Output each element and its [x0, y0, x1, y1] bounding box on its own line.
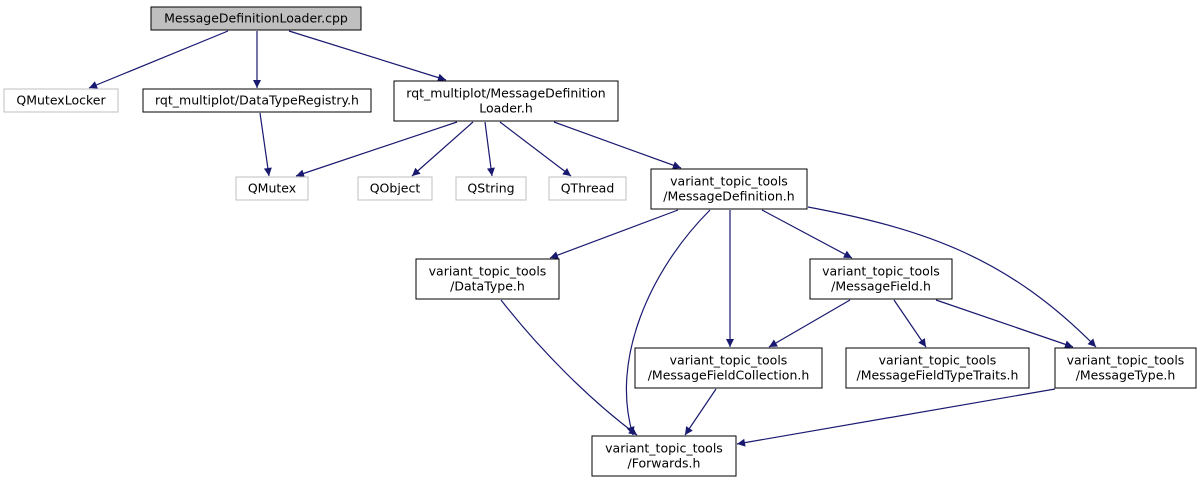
- node-box: [142, 88, 372, 113]
- node-box: [235, 176, 309, 201]
- edge-root-to-mdl_h: [288, 30, 447, 82]
- edge-msgdef-to-msgtype: [807, 206, 1097, 348]
- node-label: /DataType.h: [450, 279, 525, 294]
- edge-datatype-to-forwards: [500, 299, 638, 436]
- node-label: variant_topic_tools: [670, 353, 788, 368]
- node-label: variant_topic_tools: [879, 353, 997, 368]
- edge-mdl_h-to-qthread: [499, 121, 572, 177]
- edge-msgfieldcoll-to-forwards: [684, 388, 717, 436]
- node-label: /MessageType.h: [1076, 368, 1176, 383]
- node-box: [809, 258, 953, 300]
- node-label: QString: [467, 181, 514, 196]
- edge-msgfield-to-msgfieldtraits: [893, 299, 927, 348]
- node-label: /MessageDefinition.h: [663, 189, 794, 204]
- node-qthread: QThread: [548, 176, 627, 201]
- node-mdl_h[interactable]: rqt_multiplot/MessageDefinitionLoader.h: [393, 80, 619, 122]
- node-box: [591, 435, 737, 477]
- node-label: /MessageField.h: [831, 279, 931, 294]
- node-label: Loader.h: [479, 101, 533, 116]
- edge-datatyperegistry-to-qmutex: [259, 112, 272, 177]
- node-label: variant_topic_tools: [605, 441, 723, 456]
- node-box: [455, 176, 527, 201]
- edges-layer: [88, 30, 1097, 447]
- node-root[interactable]: MessageDefinitionLoader.cpp: [150, 6, 362, 31]
- node-msgdef[interactable]: variant_topic_tools/MessageDefinition.h: [650, 168, 808, 210]
- node-forwards[interactable]: variant_topic_tools/Forwards.h: [591, 435, 737, 477]
- node-msgfieldcoll[interactable]: variant_topic_tools/MessageFieldCollecti…: [634, 347, 823, 389]
- node-box: [150, 6, 362, 31]
- node-datatyperegistry[interactable]: rqt_multiplot/DataTypeRegistry.h: [142, 88, 372, 113]
- node-label: rqt_multiplot/MessageDefinition: [406, 86, 605, 101]
- edge-mdl_h-to-qstring: [484, 121, 495, 177]
- node-label: QObject: [370, 181, 421, 196]
- node-box: [1054, 347, 1197, 389]
- node-label: /Forwards.h: [628, 456, 701, 471]
- node-box: [548, 176, 627, 201]
- edge-msgdef-to-datatype: [549, 209, 679, 259]
- node-box: [393, 80, 619, 122]
- node-box: [415, 258, 560, 300]
- node-msgfieldtraits[interactable]: variant_topic_tools/MessageFieldTypeTrai…: [845, 347, 1030, 389]
- node-label: MessageDefinitionLoader.cpp: [164, 11, 348, 26]
- node-box: [845, 347, 1030, 389]
- node-datatype[interactable]: variant_topic_tools/DataType.h: [415, 258, 560, 300]
- edge-msgfield-to-msgtype: [935, 299, 1074, 349]
- node-label: QMutexLocker: [16, 93, 106, 108]
- edge-msgtype-to-forwards: [736, 388, 1056, 447]
- node-label: QMutex: [248, 181, 296, 196]
- edge-msgfield-to-msgfieldcoll: [768, 299, 851, 348]
- node-label: variant_topic_tools: [822, 264, 940, 279]
- node-box: [634, 347, 823, 389]
- edge-msgdef-to-forwards: [625, 209, 711, 436]
- node-qmutexlocker: QMutexLocker: [3, 88, 119, 113]
- node-label: variant_topic_tools: [670, 174, 788, 189]
- edge-mdl_h-to-qobject: [411, 121, 474, 177]
- node-msgfield[interactable]: variant_topic_tools/MessageField.h: [809, 258, 953, 300]
- node-label: variant_topic_tools: [429, 264, 547, 279]
- edge-root-to-qmutexlocker: [88, 30, 229, 89]
- node-label: rqt_multiplot/DataTypeRegistry.h: [155, 93, 359, 108]
- edge-mdl_h-to-qmutex: [295, 121, 458, 178]
- node-msgtype[interactable]: variant_topic_tools/MessageType.h: [1054, 347, 1197, 389]
- node-box: [357, 176, 433, 201]
- node-box: [650, 168, 808, 210]
- node-qstring: QString: [455, 176, 527, 201]
- node-qmutex: QMutex: [235, 176, 309, 201]
- node-label: QThread: [561, 181, 615, 196]
- edge-msgdef-to-msgfield: [761, 209, 853, 259]
- node-label: /MessageFieldTypeTraits.h: [857, 368, 1019, 383]
- node-box: [3, 88, 119, 113]
- edge-mdl_h-to-msgdef: [553, 121, 682, 170]
- node-label: /MessageFieldCollection.h: [648, 368, 810, 383]
- node-label: variant_topic_tools: [1067, 353, 1185, 368]
- node-qobject: QObject: [357, 176, 433, 201]
